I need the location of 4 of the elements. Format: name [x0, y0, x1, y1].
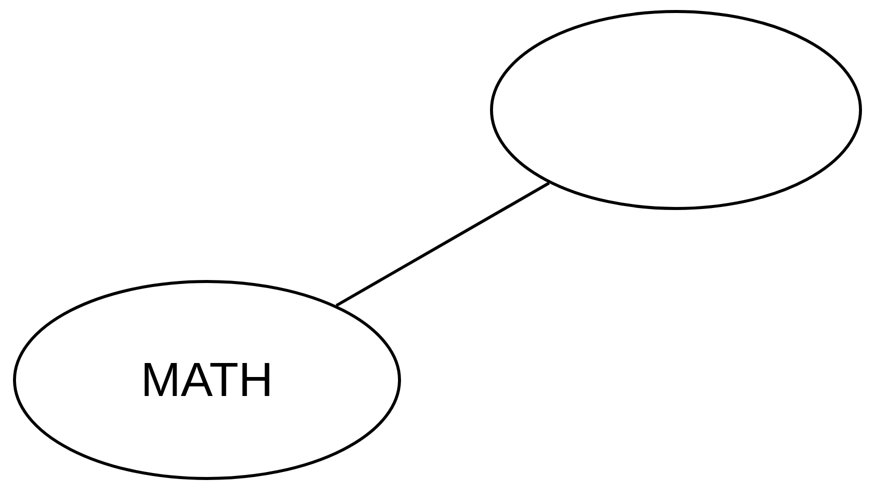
connector-line [336, 182, 550, 307]
topic-ellipse [13, 280, 401, 480]
topic-ellipse [490, 10, 862, 210]
node-label: MATH [140, 352, 274, 408]
